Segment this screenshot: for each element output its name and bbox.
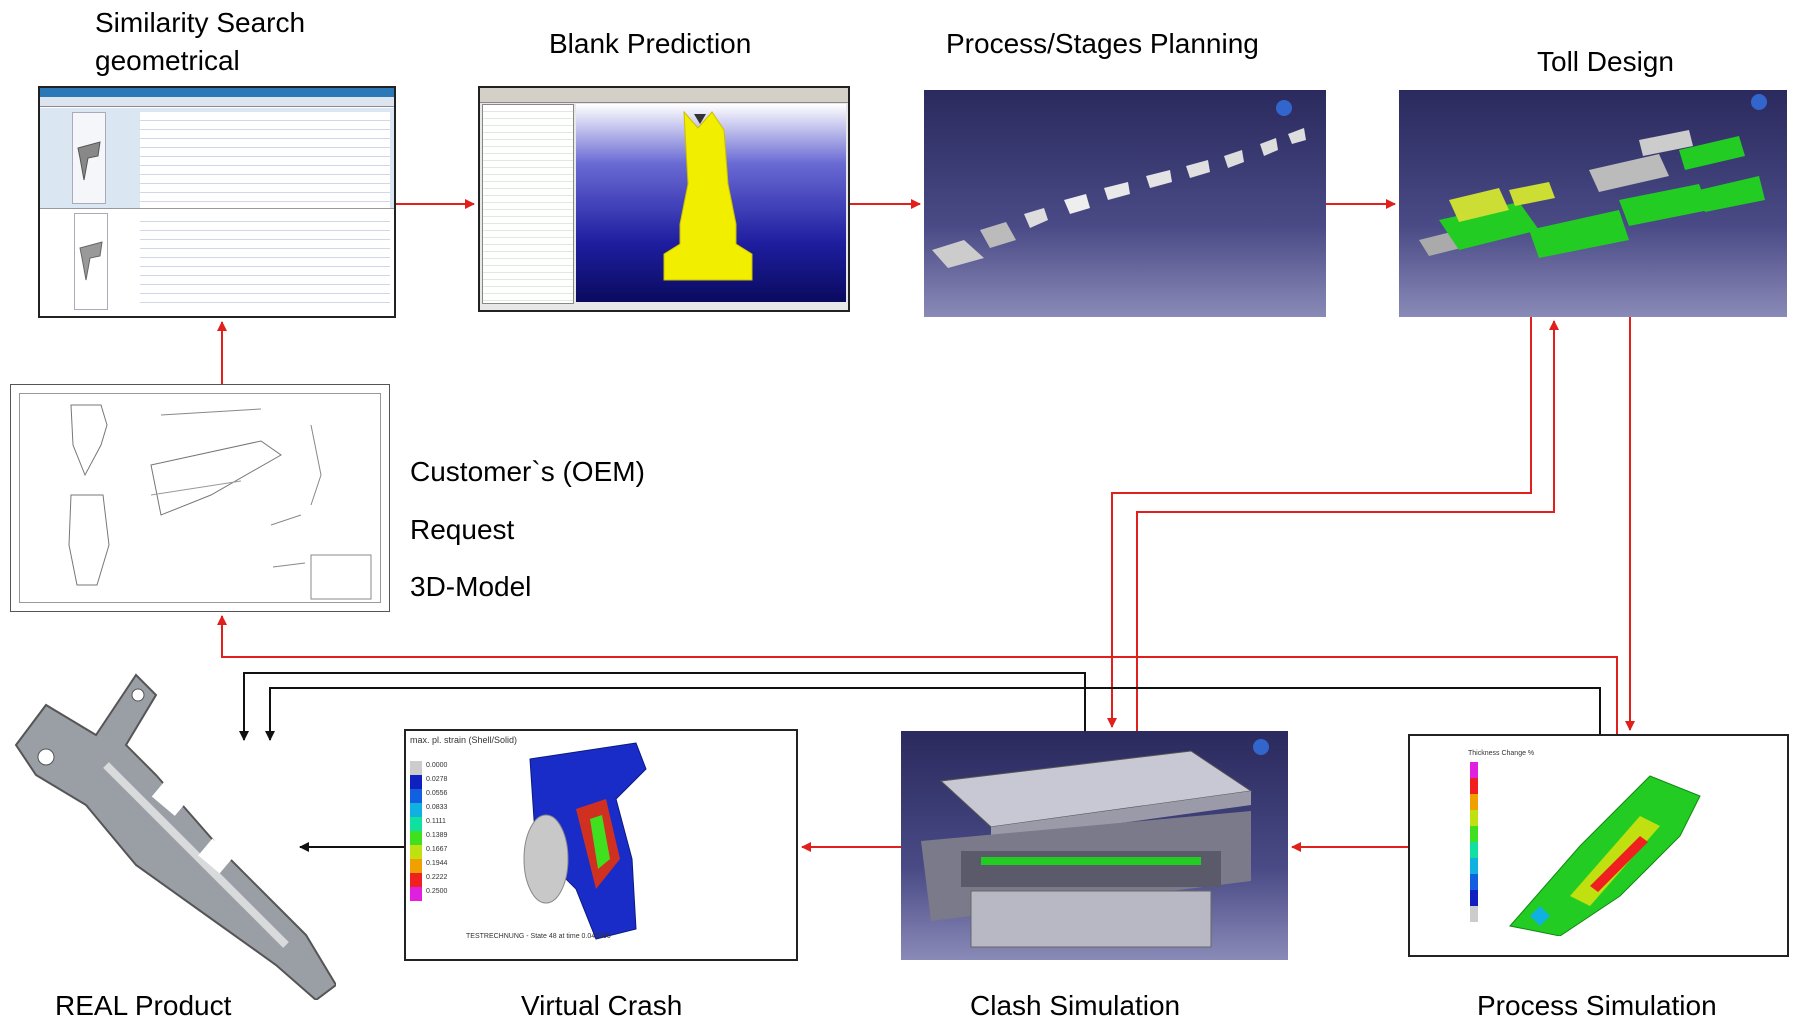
crash-legend-value: 0.0556: [426, 790, 448, 797]
crash-part-render: [523, 742, 647, 940]
customer-request-label-1: Customer`s (OEM): [410, 456, 645, 487]
crash-color-legend: [410, 761, 422, 901]
process-simulation-screenshot: Thickness Change %: [1408, 734, 1789, 957]
crash-legend-value: 0.0833: [426, 804, 448, 811]
customer-request-label-3: 3D-Model: [410, 571, 532, 602]
crash-caption: TESTRECHNUNG - State 48 at time 0.047500: [466, 933, 611, 940]
similarity-search-label: Similarity Search: [95, 7, 306, 38]
crash-legend-value: 0.1111: [426, 818, 446, 825]
customer-request-label-2: Request: [410, 514, 515, 545]
blank-prediction-label: Blank Prediction: [549, 28, 752, 59]
similarity-geometrical-label: geometrical: [95, 45, 240, 76]
crash-legend-value: 0.1389: [426, 832, 448, 839]
crash-legend-title: max. pl. strain (Shell/Solid): [410, 735, 518, 745]
clash-simulation-screenshot: [901, 731, 1288, 960]
process-part-render: [1509, 775, 1701, 936]
real-product-photo: [6, 665, 338, 1002]
clash-simulation-label: Clash Simulation: [970, 990, 1181, 1021]
stages-planning-label: Process/Stages Planning: [946, 28, 1259, 59]
process-color-legend: [1470, 762, 1478, 922]
crash-legend-value: 0.0278: [426, 776, 448, 783]
customer-drawing-screenshot: [10, 384, 390, 612]
blank-prediction-screenshot: [478, 86, 850, 312]
crash-legend-value: 0.0000: [426, 762, 448, 769]
similarity-search-screenshot: [38, 86, 396, 318]
real-product-label: REAL Product: [55, 990, 232, 1021]
process-simulation-label: Process Simulation: [1477, 990, 1717, 1021]
tool-design-label: Toll Design: [1537, 46, 1674, 77]
tool-design-screenshot: [1399, 90, 1787, 317]
virtual-crash-screenshot: max. pl. strain (Shell/Solid) 0.0000 0.0…: [404, 729, 798, 961]
crash-legend-value: 0.2500: [426, 888, 448, 895]
stages-planning-screenshot: [924, 90, 1326, 317]
virtual-crash-label: Virtual Crash: [521, 990, 683, 1021]
yellow-blank-shape: [663, 110, 753, 281]
crash-legend-value: 0.2222: [426, 874, 448, 881]
crash-legend-value: 0.1944: [426, 860, 448, 867]
process-legend-title: Thickness Change %: [1468, 750, 1535, 757]
crash-legend-value: 0.1667: [426, 846, 448, 853]
